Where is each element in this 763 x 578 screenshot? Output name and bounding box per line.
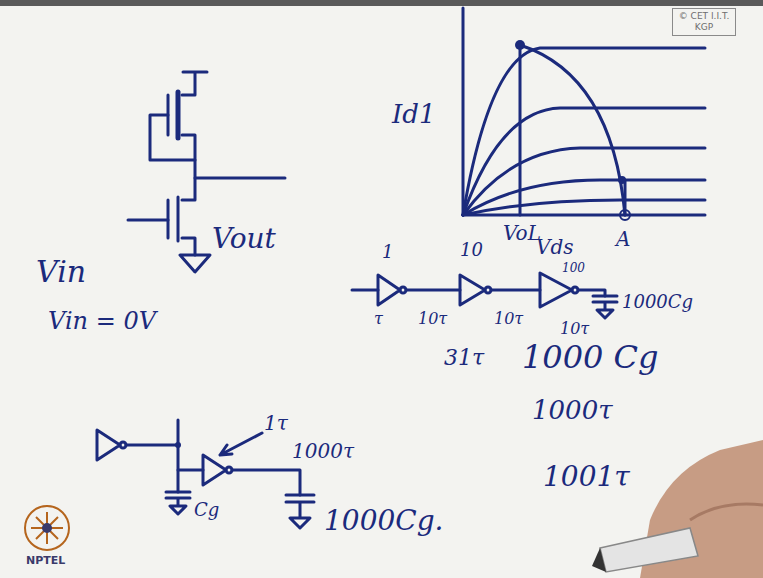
signal-name: Vout bbox=[212, 224, 276, 255]
delay-value: 10τ bbox=[560, 320, 589, 338]
size-number: 1 bbox=[382, 242, 393, 262]
delay-total: 1001τ bbox=[543, 462, 630, 493]
delay-value: 1τ bbox=[264, 412, 288, 434]
size-number: 10 bbox=[460, 240, 483, 260]
delay-total: 1000τ bbox=[532, 396, 613, 425]
point-label: A bbox=[616, 228, 630, 250]
capacitance-label: Cg bbox=[194, 500, 219, 520]
size-number: 100 bbox=[562, 262, 585, 275]
logo-text: NPTEL bbox=[26, 555, 65, 567]
stamp-text: © CET I.I.T. KGP bbox=[676, 11, 732, 33]
axis-label: VoL bbox=[503, 222, 541, 244]
copyright-stamp: © CET I.I.T. KGP bbox=[672, 8, 736, 36]
axis-label: Id1 bbox=[392, 100, 435, 129]
delay-total: 31τ bbox=[444, 346, 484, 370]
delay-value: τ bbox=[374, 310, 383, 328]
load-value: 1000 Cg bbox=[522, 340, 659, 375]
condition-note: Vin = 0V bbox=[48, 308, 156, 334]
delay-value: 10τ bbox=[418, 310, 447, 328]
load-value: 1000Cg bbox=[622, 292, 693, 312]
axis-label: Vds bbox=[536, 236, 574, 258]
signal-name: Vin bbox=[36, 255, 86, 288]
load-value: 1000Cg. bbox=[324, 506, 444, 537]
delay-value: 1000τ bbox=[292, 440, 354, 462]
delay-value: 10τ bbox=[494, 310, 523, 328]
